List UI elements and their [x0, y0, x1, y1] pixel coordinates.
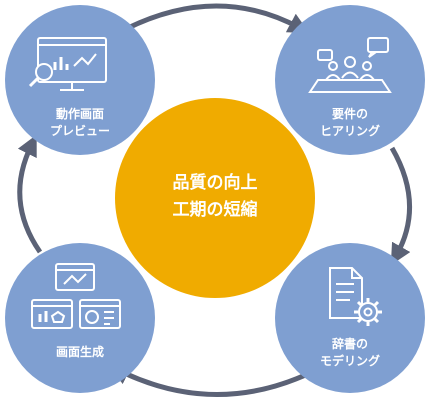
modeling-label: 辞書の モデリング [300, 336, 400, 370]
generate-label-line1: 画面生成 [55, 345, 104, 359]
modeling-label-line2: モデリング [319, 354, 380, 368]
cycle-arrows [17, 3, 413, 397]
preview-label-line2: プレビュー [49, 124, 110, 138]
node-preview [5, 5, 155, 155]
arrow-right [389, 146, 413, 266]
hearing-label-line1: 要件の [331, 107, 368, 121]
preview-label-line1: 動作画面 [55, 107, 104, 121]
preview-label: 動作画面 プレビュー [30, 106, 130, 140]
monitor-search-icon [28, 37, 107, 91]
center-label-line1: 品質の向上 [172, 173, 258, 193]
center-label: 品質の向上 工期の短縮 [140, 170, 290, 224]
arrow-left [17, 134, 43, 254]
document-gear-icon [329, 267, 382, 326]
screens-icon [31, 263, 121, 329]
meeting-icon [308, 37, 392, 93]
center-circle [115, 98, 315, 298]
center-label-line2: 工期の短縮 [172, 200, 258, 220]
arrow-bottom [108, 365, 314, 397]
arrow-top [118, 3, 310, 35]
modeling-label-line1: 辞書の [331, 337, 368, 351]
generate-label: 画面生成 [30, 344, 130, 361]
hearing-label: 要件の ヒアリング [300, 106, 400, 140]
hearing-label-line2: ヒアリング [319, 124, 380, 138]
